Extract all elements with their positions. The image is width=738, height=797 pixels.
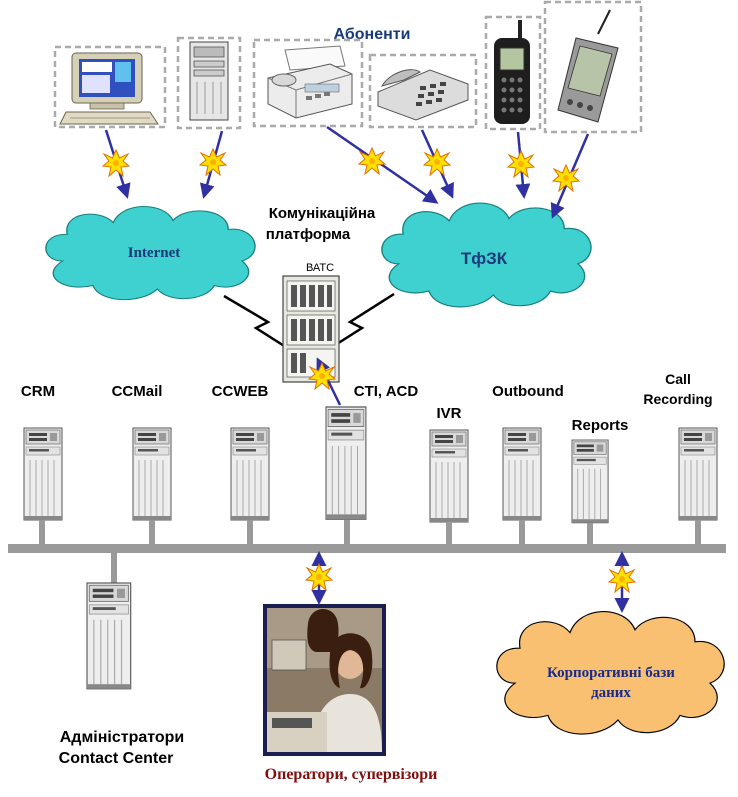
db-label-line1: Корпоративні бази <box>547 665 675 681</box>
desktop-pc-device <box>53 45 167 129</box>
mobile-phone-device <box>484 15 542 131</box>
call-recording-label-line2: Recording <box>643 391 712 407</box>
admins-label-line2: Contact Center <box>59 750 174 767</box>
mobile-phone-icon <box>494 20 530 124</box>
fax-device <box>252 38 364 128</box>
batc-pbx-icon <box>282 275 340 383</box>
db-label-line2: даних <box>591 685 631 701</box>
server-icon <box>502 427 542 521</box>
admin-server-icon <box>86 582 132 690</box>
ccmail-label: CCMail <box>112 383 163 400</box>
lightning-icon <box>317 292 395 358</box>
admins-label-line1: Адміністратори <box>60 729 185 746</box>
spark-icon <box>423 148 451 176</box>
subscriber-sparks <box>102 147 580 192</box>
tower-pc-device <box>176 36 242 130</box>
cti-acd-label: CTI, ACD <box>354 383 419 400</box>
fax-icon <box>267 45 353 119</box>
server-icon <box>678 427 718 521</box>
spark-icon <box>199 148 227 176</box>
server-icon <box>23 427 63 521</box>
pda-icon <box>557 9 619 123</box>
platform-label-line2: платформа <box>266 226 351 243</box>
ccweb-label: CCWEB <box>212 383 269 400</box>
reports-label: Reports <box>572 417 629 434</box>
server-icon <box>132 427 172 521</box>
spark-icon <box>102 149 130 177</box>
server-icon <box>429 429 469 523</box>
desk-phone-device <box>368 53 478 129</box>
server-icon <box>571 439 609 524</box>
crm-label: CRM <box>21 383 55 400</box>
subscribers-title: Абоненти <box>334 26 411 43</box>
server-icon <box>325 406 367 520</box>
pstn-label: ТфЗК <box>461 249 508 268</box>
server-icon <box>230 427 270 521</box>
desktop-pc-icon <box>59 52 159 125</box>
lightning-icon <box>223 294 301 358</box>
call-recording-label-line1: Call <box>665 371 691 387</box>
operators-label: Оператори, супервізори <box>265 766 438 783</box>
outbound-label: Outbound <box>492 383 564 400</box>
batc-label: ВАТС <box>306 262 334 274</box>
internet-label: Internet <box>128 245 181 261</box>
desk-phone-icon <box>377 69 469 121</box>
operators-photo <box>263 604 386 756</box>
platform-label-line1: Комунікаційна <box>269 205 376 222</box>
lan-bus <box>8 520 726 583</box>
ivr-label: IVR <box>436 405 461 422</box>
pda-device <box>543 0 643 134</box>
tower-pc-icon <box>189 41 229 121</box>
